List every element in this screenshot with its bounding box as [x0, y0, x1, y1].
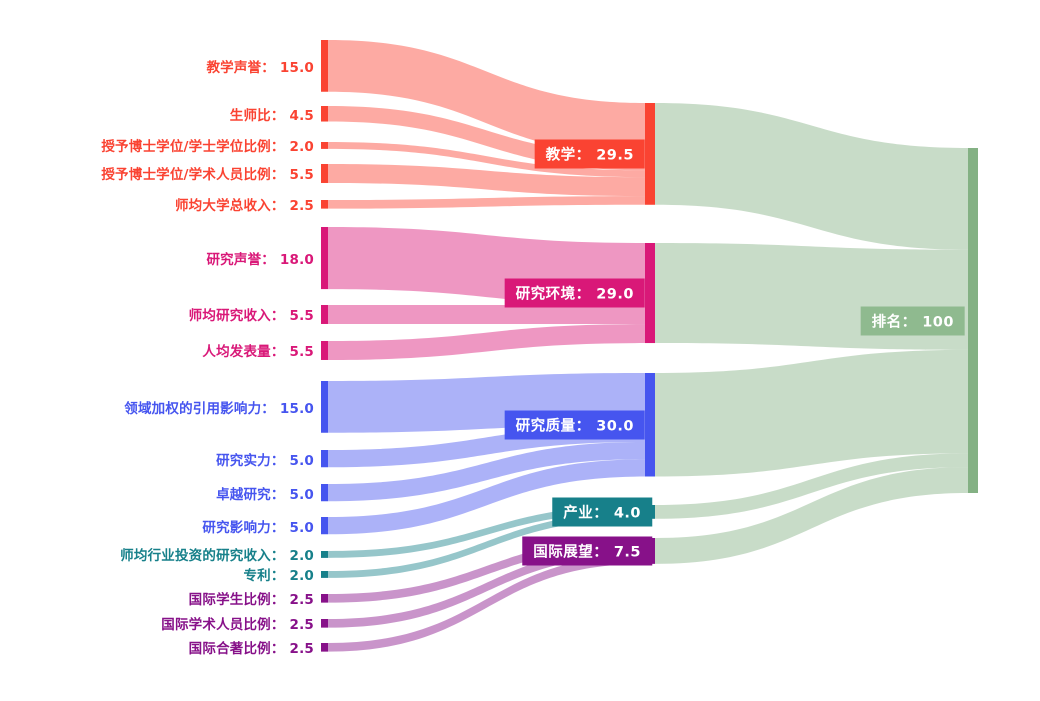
node-international-students-ratio[interactable]: [321, 594, 328, 603]
node-industry-research-income[interactable]: [321, 551, 328, 558]
flow-research-income-to-research-environment[interactable]: [328, 305, 645, 325]
node-industry[interactable]: [645, 505, 655, 519]
flow-research-quality-to-rank[interactable]: [655, 349, 968, 477]
node-research-strength[interactable]: [321, 450, 328, 468]
node-international-staff-ratio[interactable]: [321, 619, 328, 628]
node-international-coauthorship-ratio[interactable]: [321, 643, 328, 652]
flow-research-excellence-to-research-quality[interactable]: [328, 442, 645, 502]
flow-doctorate-staff-ratio-to-teaching[interactable]: [328, 164, 645, 197]
node-field-weighted-citation-impact[interactable]: [321, 381, 328, 433]
flow-international-staff-ratio-to-international-outlook[interactable]: [328, 546, 645, 628]
node-research-environment[interactable]: [645, 243, 655, 344]
node-student-staff-ratio[interactable]: [321, 106, 328, 122]
node-patents[interactable]: [321, 571, 328, 578]
flow-industry-to-rank[interactable]: [655, 453, 968, 519]
flow-patents-to-industry[interactable]: [328, 511, 645, 578]
flow-research-environment-to-rank[interactable]: [655, 243, 968, 350]
node-teaching-reputation[interactable]: [321, 40, 328, 92]
flow-institutional-income-to-teaching[interactable]: [328, 196, 645, 209]
node-doctorate-staff-ratio[interactable]: [321, 164, 328, 183]
flow-industry-research-income-to-industry[interactable]: [328, 505, 645, 558]
node-teaching[interactable]: [645, 103, 655, 205]
flow-international-students-ratio-to-international-outlook[interactable]: [328, 538, 645, 603]
flow-teaching-reputation-to-teaching[interactable]: [328, 40, 645, 155]
flow-doctorate-bachelor-ratio-to-teaching[interactable]: [328, 142, 645, 178]
node-research-reputation[interactable]: [321, 227, 328, 290]
node-publications-per-capita[interactable]: [321, 341, 328, 360]
node-doctorate-bachelor-ratio[interactable]: [321, 142, 328, 149]
flow-research-reputation-to-research-environment[interactable]: [328, 227, 645, 306]
flow-teaching-to-rank[interactable]: [655, 103, 968, 250]
flow-international-outlook-to-rank[interactable]: [655, 467, 968, 564]
flow-international-coauthorship-ratio-to-international-outlook[interactable]: [328, 555, 645, 652]
node-rank[interactable]: [968, 148, 978, 493]
flow-research-influence-to-research-quality[interactable]: [328, 459, 645, 535]
node-research-quality[interactable]: [645, 373, 655, 477]
flow-publications-per-capita-to-research-environment[interactable]: [328, 324, 645, 360]
node-international-outlook[interactable]: [645, 538, 655, 564]
node-research-influence[interactable]: [321, 517, 328, 535]
flow-field-weighted-citation-impact-to-research-quality[interactable]: [328, 373, 645, 433]
node-institutional-income[interactable]: [321, 200, 328, 209]
node-research-income[interactable]: [321, 305, 328, 324]
node-research-excellence[interactable]: [321, 484, 328, 502]
